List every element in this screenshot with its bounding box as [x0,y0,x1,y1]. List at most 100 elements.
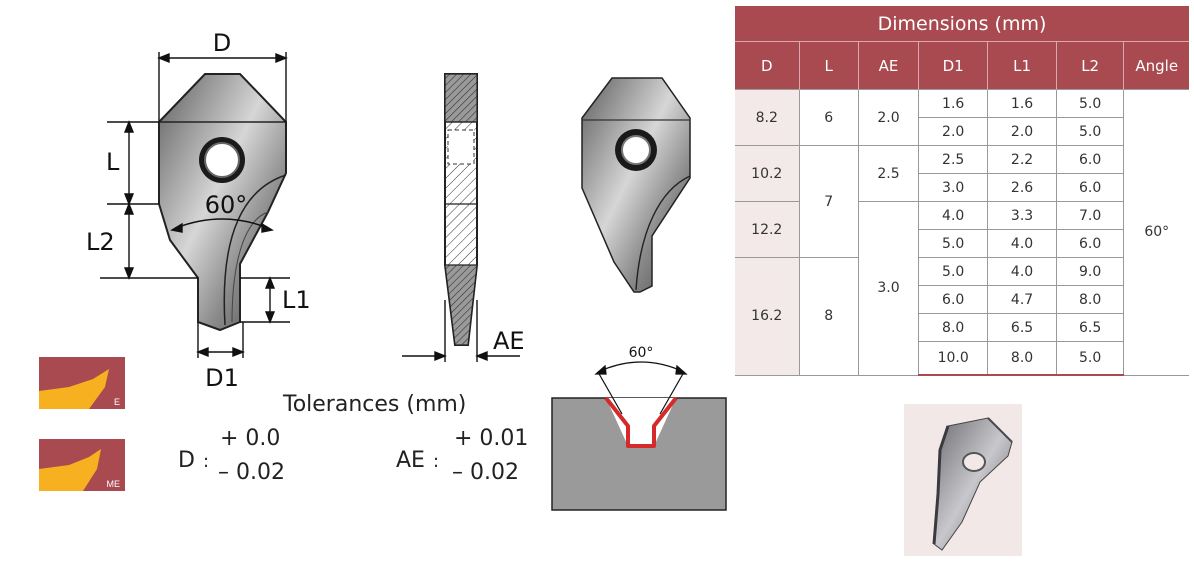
header-d: D [735,41,800,90]
label-l: L [106,148,120,176]
cell-l2: 6.0 [1055,173,1124,202]
label-d1: D1 [205,364,239,392]
dimension-l1 [240,276,290,324]
tolerance-ae-name: AE [396,448,425,473]
dimension-l [107,120,159,206]
table-row: 3.0 2.6 6.0 [735,173,1189,202]
cell-l2: 5.0 [1055,117,1124,146]
table-row: 5.0 4.0 6.0 [735,229,1189,258]
cell-d1: 2.5 [918,145,989,174]
cell-l1: 2.2 [987,145,1057,174]
badge-me-tag: ME [106,479,121,489]
angle-arc-groove [594,361,688,375]
table-caption-row: Dimensions (mm) [735,6,1189,42]
cell-l2: 6.0 [1055,229,1124,258]
label-ae: AE [493,327,525,355]
dimension-l2 [100,202,198,280]
table-header-row: D L AE D1 L1 L2 Angle [735,41,1189,90]
cell-l: 7 [798,145,859,258]
table-row: 6.0 4.7 8.0 [735,285,1189,314]
cell-d1: 2.0 [918,117,989,146]
badge-e: E [39,357,125,409]
cell-d1: 6.0 [918,285,989,314]
badge-me: ME [39,439,125,491]
table-row: 10.0 8.0 5.0 [735,341,1189,376]
cell-ae: 3.0 [857,201,920,376]
cell-l2: 9.0 [1055,257,1124,286]
cell-l1: 2.0 [987,117,1057,146]
cell-d1: 5.0 [918,229,989,258]
tolerance-d-label: D: [178,448,210,473]
cell-l1: 4.7 [987,285,1057,314]
insert-side-view [444,73,478,346]
cell-d: 8.2 [735,89,800,146]
header-ae: AE [857,41,919,90]
insert-3d-view [581,77,691,293]
label-d: D [213,29,231,57]
table-row: 16.2 8 5.0 4.0 9.0 [735,257,1189,376]
cell-l2: 5.0 [1055,89,1125,118]
insert-photo-image [932,417,1013,551]
label-angle-main: 60° [205,191,248,219]
cell-l1: 8.0 [987,341,1057,376]
header-l1: L1 [987,41,1057,90]
table-caption: Dimensions (mm) [735,6,1189,42]
cell-l2: 7.0 [1055,201,1124,230]
cell-d: 12.2 [735,201,800,258]
cell-l1: 3.3 [987,201,1057,230]
cell-d1: 4.0 [918,201,989,230]
dimension-d1 [196,322,245,358]
table-row: 2.0 2.0 5.0 [735,117,1189,146]
cell-l: 6 [798,89,859,146]
product-photo [904,404,1022,556]
tolerance-d-name: D [178,448,195,473]
cell-d1: 8.0 [918,313,989,342]
cell-l2: 8.0 [1055,285,1124,314]
header-d1: D1 [918,41,988,90]
table-row: 12.2 3.0 4.0 3.3 7.0 [735,201,1189,376]
header-l: L [798,41,859,90]
dimension-ae [402,300,520,362]
cell-d1: 1.6 [918,89,989,118]
cell-l1: 6.5 [987,313,1057,342]
cell-ae: 2.5 [857,145,920,202]
cell-ae: 2.0 [857,89,920,146]
cell-l1: 4.0 [987,257,1057,286]
table-row: 8.2 6 2.0 1.6 1.6 5.0 60° [735,89,1189,376]
angle-arc-main [170,218,274,233]
label-l1: L1 [282,286,311,314]
badge-me-profile-icon [39,449,101,491]
cell-d: 16.2 [735,257,800,376]
cell-l1: 1.6 [987,89,1057,118]
tolerance-d-upper: + 0.0 [220,426,281,451]
cell-l2: 5.0 [1055,341,1124,376]
table-row: 8.0 6.5 6.5 [735,313,1189,342]
badge-e-profile-icon [39,369,109,409]
header-angle: Angle [1123,41,1189,90]
tolerance-d-lower: – 0.02 [218,460,285,485]
tolerances-title: Tolerances (mm) [283,392,467,417]
cell-d1: 5.0 [918,257,989,286]
groove-block [551,371,727,511]
cell-angle: 60° [1123,89,1189,376]
badge-e-tag: E [113,397,120,407]
cell-l: 8 [798,257,859,376]
header-l2: L2 [1055,41,1124,90]
tolerance-ae-label: AE: [396,448,440,473]
label-l2: L2 [86,228,115,256]
cell-l1: 2.6 [987,173,1057,202]
cell-l2: 6.0 [1055,145,1124,174]
insert-front-view [158,73,287,332]
cell-l2: 6.5 [1055,313,1124,342]
cell-l1: 4.0 [987,229,1057,258]
cell-d1: 10.0 [918,341,989,376]
dimension-d [157,52,288,122]
cell-d1: 3.0 [918,173,989,202]
table-row: 10.2 7 2.5 2.5 2.2 6.0 [735,145,1189,258]
label-angle-groove: 60° [629,345,654,361]
dimensions-table: Dimensions (mm) D L AE D1 L1 L2 Angle 8.… [735,6,1189,376]
cell-d: 10.2 [735,145,800,202]
tolerance-ae-lower: – 0.02 [452,460,519,485]
tolerance-ae-upper: + 0.01 [454,426,529,451]
